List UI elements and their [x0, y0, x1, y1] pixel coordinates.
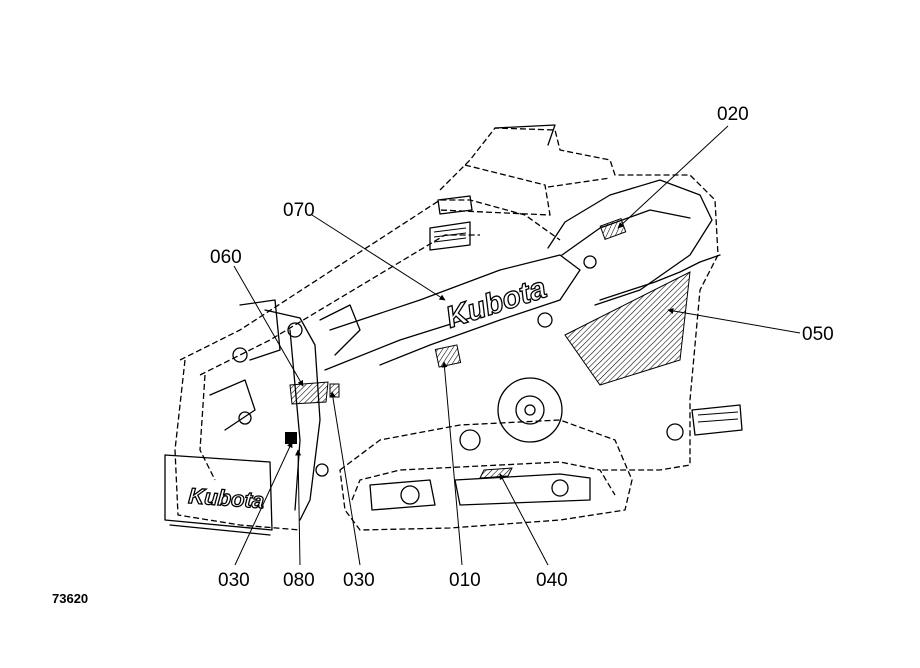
leader-010: [441, 361, 463, 566]
label-patches: [285, 218, 691, 479]
callout-080: 080: [283, 570, 315, 591]
leader-030-left: [234, 441, 293, 566]
bucket-logo: Kubota: [188, 483, 265, 513]
figure-id: 73620: [52, 591, 88, 606]
leader-080: [295, 449, 302, 566]
decal-060: [289, 381, 329, 405]
boom-logo: Kubota: [442, 271, 550, 334]
decal-030-right: [329, 383, 340, 398]
callout-030-left: 030: [218, 570, 250, 591]
decal-040: [479, 467, 513, 479]
leader-030-right: [329, 391, 361, 566]
callout-070: 070: [283, 200, 315, 221]
leader-lines: [233, 125, 801, 566]
callout-020: 020: [717, 104, 749, 125]
machine-outline: [164, 124, 743, 536]
callout-050: 050: [802, 324, 834, 345]
leader-020: [617, 125, 729, 229]
leader-070: [311, 214, 446, 301]
decal-030-left: [285, 432, 297, 444]
leader-060: [233, 265, 304, 387]
leader-050: [667, 307, 801, 334]
callout-030-right: 030: [343, 570, 375, 591]
decal-010: [434, 344, 462, 368]
callout-labels: 020 070 060 050 030 080 030 010 040: [210, 104, 834, 591]
callout-060: 060: [210, 247, 242, 268]
callout-010: 010: [449, 570, 481, 591]
decal-050: [564, 271, 691, 386]
callout-040: 040: [536, 570, 568, 591]
leader-040: [499, 473, 549, 566]
decal-020: [599, 218, 627, 240]
